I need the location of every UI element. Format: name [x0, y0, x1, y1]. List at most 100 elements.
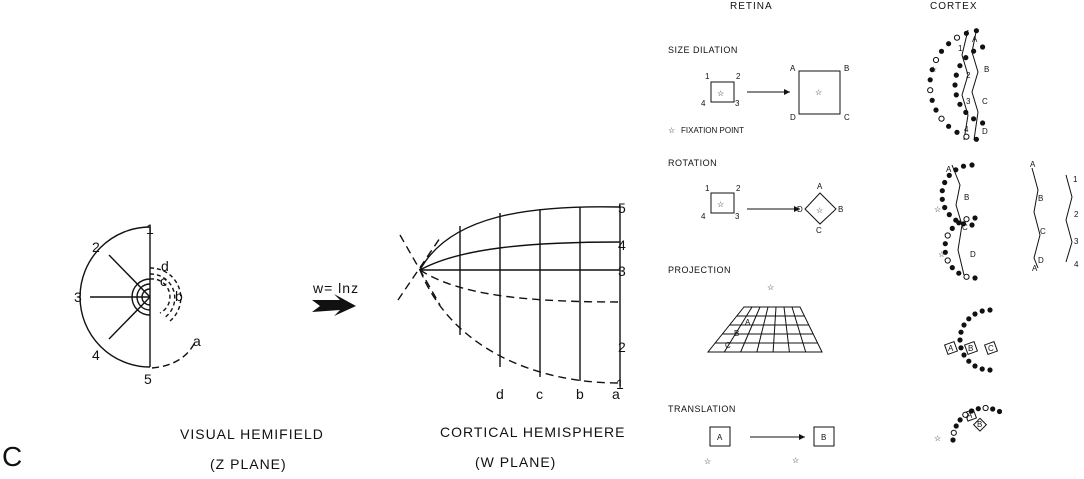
cortex-dot [958, 329, 964, 335]
rotation-title: ROTATION [668, 158, 717, 168]
cortex-label: A [946, 165, 952, 174]
cortex-dot [973, 136, 980, 142]
cortex-dot [957, 63, 963, 69]
cortex-dot [962, 411, 969, 418]
cortex-dot [963, 55, 969, 61]
hemifield-ring-label: c [160, 273, 167, 289]
cortical-row-label: 2 [618, 339, 626, 355]
cortex-dot [952, 82, 958, 88]
cortex-dot [973, 28, 980, 34]
cortical-column-label: d [496, 386, 504, 402]
cortex-dot [933, 107, 939, 113]
cortex-dot [957, 417, 963, 423]
cortex-dot [960, 163, 967, 169]
rotation-cortex: A B C D ☆ ☆ A B C D A 1 2 3 4 [934, 160, 1079, 281]
cortex-dot [980, 44, 986, 50]
hemifield-title: VISUAL HEMIFIELD [180, 426, 324, 442]
fixation-star-icon: ☆ [815, 88, 822, 97]
cortex-dot [971, 48, 977, 54]
cortex-dot [949, 265, 955, 271]
cortex-dot [987, 307, 993, 313]
cortex-dot [971, 116, 977, 122]
size-dilation-title: SIZE DILATION [668, 45, 738, 55]
cortex-dot [927, 87, 934, 94]
cortex-dot [942, 241, 948, 247]
cortex-dot [966, 316, 972, 322]
cortex-dot [961, 322, 967, 328]
cortex-dot [938, 115, 945, 122]
cortex-label: C [962, 223, 968, 232]
cortex-dot [938, 48, 945, 54]
fixation-point-legend: FIXATION POINT [681, 126, 744, 135]
rotation-retina: ☆ 1 2 4 3 ☆ A D B C [701, 182, 843, 235]
cortex-dot [942, 204, 948, 211]
cortex-dot [956, 220, 962, 226]
size-dilation-retina: ☆ 1 2 4 3 ☆ A B D C ☆ FIXATION POINT [668, 64, 850, 135]
projection-title: PROJECTION [668, 265, 731, 275]
cortex-dot [972, 215, 978, 221]
cortex-label: 4 [964, 125, 969, 134]
cortex-label: D [982, 127, 988, 136]
cortex-dot [979, 308, 985, 314]
corner-label: D [790, 113, 796, 122]
hemifield-ring-label: b [175, 288, 183, 304]
cortical-hemisphere-diagram: 5 4 3 2 1 d c b a [397, 200, 626, 402]
grid-label: A [745, 318, 751, 327]
cortex-label: A [967, 411, 973, 420]
cortex-dot [975, 406, 981, 412]
panel-letter: C [2, 441, 22, 472]
grid-label: B [734, 329, 739, 338]
strip-label: D [1038, 256, 1044, 265]
cortex-dot [953, 34, 961, 41]
cortex-dot [929, 97, 935, 103]
cortex-dot [953, 92, 959, 98]
projection-retina: ☆ A B C [706, 283, 823, 353]
fixation-star-icon: ☆ [668, 126, 675, 135]
hemifield-ring-label: d [161, 258, 169, 274]
cortex-dot [996, 408, 1003, 415]
cortex-dot [950, 437, 956, 443]
hemifield-radial-label: 3 [74, 289, 82, 305]
strip-label: 1 [1073, 175, 1078, 184]
corner-label: 3 [735, 212, 740, 221]
cortex-dot [956, 270, 962, 276]
strip-label: C [1040, 227, 1046, 236]
cortex-label: 2 [966, 71, 971, 80]
corner-label: C [844, 113, 850, 122]
corner-label: 2 [736, 184, 741, 193]
cortex-dot [946, 212, 952, 218]
cortex-dot [957, 101, 963, 107]
box-label: A [717, 433, 723, 442]
cortex-dot [972, 311, 978, 317]
projection-cortex: A B C [943, 307, 999, 373]
box-label: B [821, 433, 826, 442]
cortex-dot [969, 222, 975, 228]
cortex-dot [953, 72, 959, 78]
cortex-dot [950, 429, 957, 436]
cortex-dot [990, 406, 996, 412]
cortex-dot [961, 352, 967, 358]
cortex-dot [944, 232, 951, 239]
transform-arrow-icon [312, 294, 356, 316]
fixation-star-icon: ☆ [704, 457, 711, 466]
cortex-dot [963, 216, 970, 223]
visual-hemifield-diagram: 1 2 3 4 5 a b c d [74, 221, 201, 387]
cortex-label: C [988, 344, 994, 353]
grid-label: C [725, 341, 731, 350]
cortex-label: B [964, 193, 969, 202]
cortex-dot [958, 345, 964, 351]
cortical-title: CORTICAL HEMISPHERE [440, 424, 625, 440]
hemifield-subtitle: (Z PLANE) [210, 456, 287, 472]
corner-label: 1 [705, 72, 710, 81]
cortex-label: A [972, 35, 978, 44]
cortex-dot [944, 257, 951, 264]
hemifield-ring-label: a [193, 333, 201, 349]
cortex-dot [957, 337, 963, 343]
cortex-dot [972, 363, 978, 369]
cortex-dot [946, 172, 952, 178]
cortex-label: C [982, 97, 988, 106]
strip-label: 4 [1074, 260, 1079, 269]
corner-label: A [790, 64, 796, 73]
strip-label: A [1032, 264, 1038, 273]
